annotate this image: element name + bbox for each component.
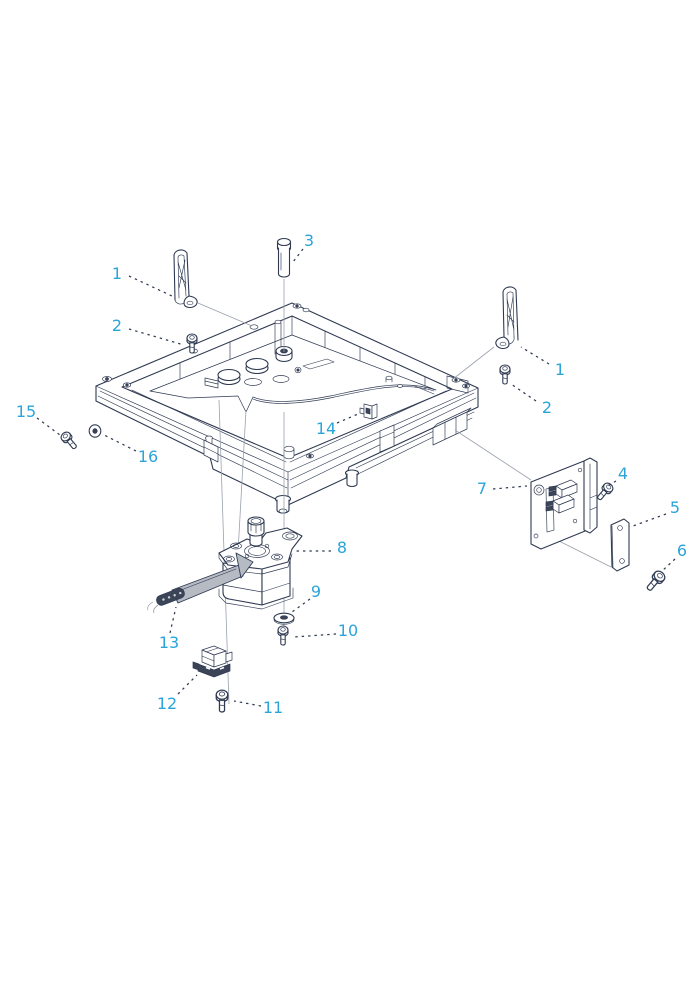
svg-text:2: 2 <box>542 398 552 417</box>
svg-text:3: 3 <box>304 231 314 250</box>
svg-text:2: 2 <box>112 316 122 335</box>
svg-text:5: 5 <box>670 498 680 517</box>
wire-clip-left <box>173 249 198 308</box>
svg-text:11: 11 <box>263 698 283 717</box>
washer-9 <box>273 612 295 625</box>
svg-text:14: 14 <box>316 419 336 438</box>
svg-text:15: 15 <box>16 402 36 421</box>
callout-4: 4 <box>605 464 628 488</box>
callout-8: 8 <box>296 538 347 557</box>
callout-16: 16 <box>103 434 158 466</box>
svg-text:7: 7 <box>477 479 487 498</box>
callouts: 1 2 3 1 2 4 5 6 <box>16 231 687 717</box>
ribbon-cable-13 <box>147 552 254 614</box>
callout-12: 12 <box>157 674 198 713</box>
latch-14 <box>359 403 378 420</box>
svg-text:13: 13 <box>159 633 179 652</box>
leader-line <box>293 633 337 638</box>
leader-line <box>128 275 173 297</box>
leader-line <box>520 346 550 365</box>
leader-line <box>177 674 198 695</box>
callout-3: 3 <box>292 231 314 263</box>
leader-line <box>292 248 304 263</box>
leader-line <box>510 383 537 402</box>
svg-text:10: 10 <box>338 621 358 640</box>
callout-2-right: 2 <box>510 383 552 417</box>
washer-16 <box>88 424 102 438</box>
svg-text:6: 6 <box>677 541 687 560</box>
callout-14: 14 <box>316 413 359 438</box>
callout-15: 15 <box>16 402 61 436</box>
callout-9: 9 <box>291 582 321 613</box>
callout-2-left: 2 <box>112 316 185 346</box>
svg-text:16: 16 <box>138 447 158 466</box>
sensor-12 <box>192 645 233 678</box>
svg-text:12: 12 <box>157 694 177 713</box>
callout-11: 11 <box>233 698 283 717</box>
svg-text:4: 4 <box>618 464 628 483</box>
bracket-7 <box>530 457 598 550</box>
leader-line <box>36 417 61 436</box>
strip-plate-5 <box>610 518 630 572</box>
callout-7: 7 <box>477 479 528 498</box>
svg-text:1: 1 <box>555 360 565 379</box>
callout-1-left: 1 <box>112 264 173 297</box>
callout-6: 6 <box>660 541 687 573</box>
wire-clip-right <box>495 286 519 349</box>
locating-pin <box>276 237 292 278</box>
svg-text:9: 9 <box>311 582 321 601</box>
callout-5: 5 <box>632 498 680 527</box>
callout-13: 13 <box>159 606 179 652</box>
svg-text:8: 8 <box>337 538 347 557</box>
leader-line <box>605 480 617 488</box>
leader-line <box>233 700 262 707</box>
callout-10: 10 <box>293 621 358 640</box>
leader-line <box>169 606 177 634</box>
callout-1-right: 1 <box>520 346 565 379</box>
svg-text:1: 1 <box>112 264 122 283</box>
